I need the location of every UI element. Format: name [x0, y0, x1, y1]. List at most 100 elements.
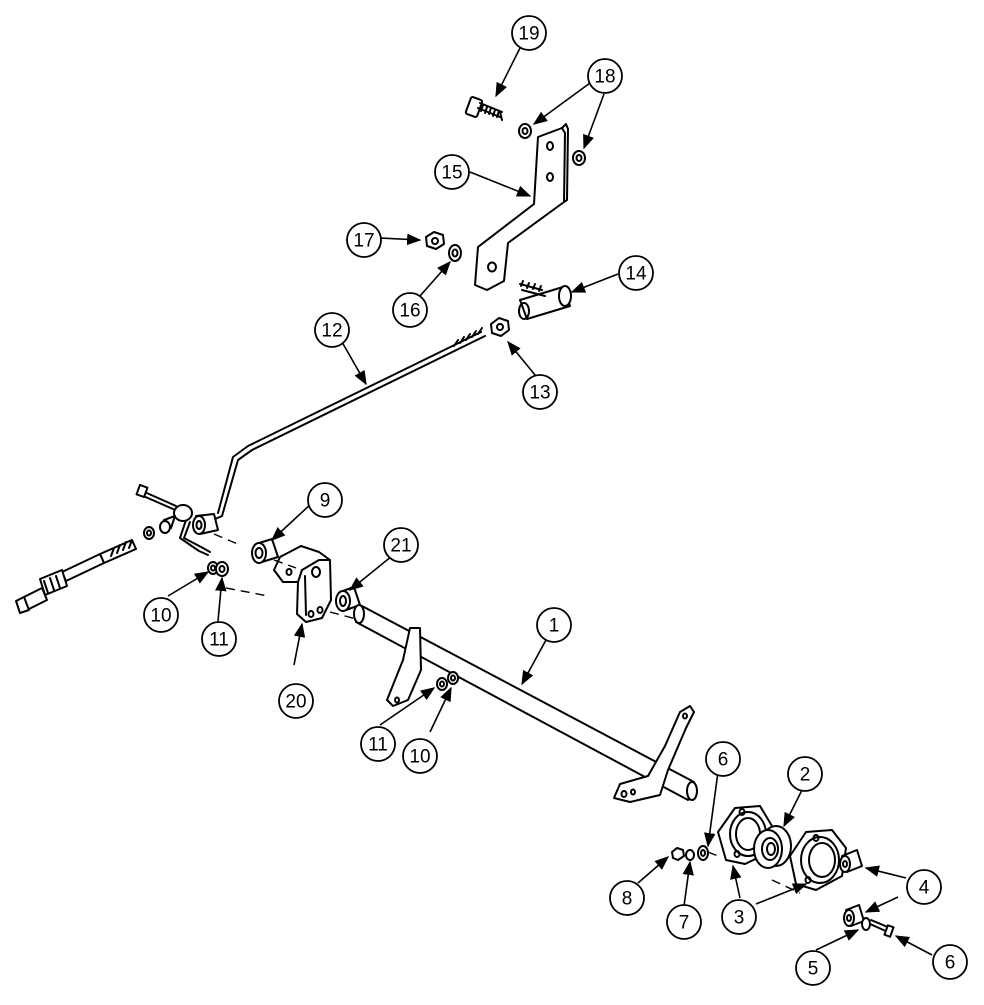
callout-label: 7	[679, 913, 690, 934]
callout-c7a: 7	[666, 904, 702, 940]
callout-label: 20	[285, 692, 306, 713]
callout-label: 8	[622, 889, 633, 910]
lever-bracket-20	[273, 545, 332, 623]
bolt-19	[464, 96, 503, 121]
bearing-2	[753, 825, 792, 869]
washer-7	[685, 849, 695, 861]
callout-label: 14	[625, 264, 647, 285]
callout-c1a: 1	[536, 607, 572, 643]
washer-18-upper	[518, 123, 532, 139]
callout-c18a: 18	[587, 58, 623, 94]
callout-c6a: 6	[705, 741, 741, 777]
callout-circle	[143, 597, 179, 633]
callout-label: 13	[529, 383, 550, 404]
washer-5	[861, 917, 871, 931]
callout-c3a: 3	[721, 899, 757, 935]
callout-circle	[522, 374, 558, 410]
callout-c8a: 8	[609, 880, 645, 916]
callout-label: 3	[734, 908, 745, 929]
callout-c9a: 9	[307, 482, 343, 518]
spacer-4-upper	[839, 849, 863, 873]
callout-label: 4	[919, 878, 930, 899]
callout-circle	[705, 741, 741, 777]
washer-11-left	[215, 561, 229, 577]
ball-stud-14	[518, 280, 572, 320]
callout-label: 2	[800, 765, 811, 786]
callout-circle	[787, 756, 823, 792]
callout-label: 9	[320, 491, 331, 512]
washer-10-mid	[447, 671, 459, 685]
rod-12	[179, 327, 486, 556]
callout-circle	[666, 904, 702, 940]
callout-circle	[721, 899, 757, 935]
bolt-6-left	[697, 845, 709, 861]
callout-circle	[609, 880, 645, 916]
callout-c11b: 11	[360, 726, 396, 762]
leader-lines	[167, 47, 933, 956]
callout-label: 17	[353, 231, 374, 252]
callout-c20a: 20	[278, 683, 314, 719]
callout-label: 11	[368, 735, 388, 756]
callout-circle	[906, 869, 942, 905]
shaft-end-lever	[613, 705, 695, 803]
callout-c5a: 5	[795, 950, 831, 986]
callout-c12a: 12	[314, 312, 350, 348]
callout-circle	[278, 683, 314, 719]
callout-label: 10	[409, 747, 430, 768]
washer-18-lower	[572, 150, 586, 166]
callout-c21a: 21	[383, 527, 419, 563]
washer-16	[448, 244, 462, 262]
callout-circle	[314, 312, 350, 348]
callout-c19a: 19	[511, 15, 547, 51]
callout-circle	[434, 154, 470, 190]
bushing-at-rod	[192, 513, 219, 535]
callout-label: 10	[150, 606, 171, 627]
callout-label: 18	[594, 67, 615, 88]
bracket-15	[474, 123, 569, 291]
clevis-bolt	[135, 483, 177, 510]
callout-label: 6	[718, 750, 729, 771]
callout-c14a: 14	[618, 255, 654, 291]
callout-circle	[618, 255, 654, 291]
callout-label: 11	[209, 630, 229, 651]
bushing-9	[251, 538, 279, 564]
shaft-1	[353, 604, 698, 801]
callout-label: 16	[399, 301, 420, 322]
callout-circle	[383, 527, 419, 563]
callout-c4a: 4	[906, 869, 942, 905]
shaft-mid-arm	[386, 627, 422, 707]
callout-label: 21	[390, 536, 411, 557]
washer-11-mid	[436, 677, 448, 691]
callout-c10b: 10	[402, 738, 438, 774]
callout-c10a: 10	[143, 597, 179, 633]
callout-circle	[795, 950, 831, 986]
spacer-4-lower	[843, 904, 865, 927]
callout-label: 6	[945, 953, 956, 974]
callout-circle	[346, 222, 382, 258]
callout-circle	[511, 15, 547, 51]
flange-3-rear	[789, 829, 847, 891]
nut-17	[425, 231, 445, 250]
assembly-line-right	[707, 851, 801, 894]
callout-c16a: 16	[392, 292, 428, 328]
callout-circle	[587, 58, 623, 94]
callout-label: 1	[549, 616, 560, 637]
callout-circle	[932, 944, 968, 980]
callout-label: 5	[808, 959, 819, 980]
rod-end	[159, 504, 193, 534]
callout-circle	[360, 726, 396, 762]
callout-c15a: 15	[434, 154, 470, 190]
callout-c17a: 17	[346, 222, 382, 258]
callout-label: 15	[441, 163, 462, 184]
callout-circle	[201, 621, 237, 657]
bushing-21	[335, 586, 361, 612]
nut-13	[490, 317, 510, 337]
callout-circle	[392, 292, 428, 328]
throttle-cable	[15, 539, 137, 614]
callout-c2a: 2	[787, 756, 823, 792]
callout-label: 19	[518, 24, 539, 45]
nut-8	[671, 847, 685, 861]
assembly-line-upper	[213, 533, 297, 569]
